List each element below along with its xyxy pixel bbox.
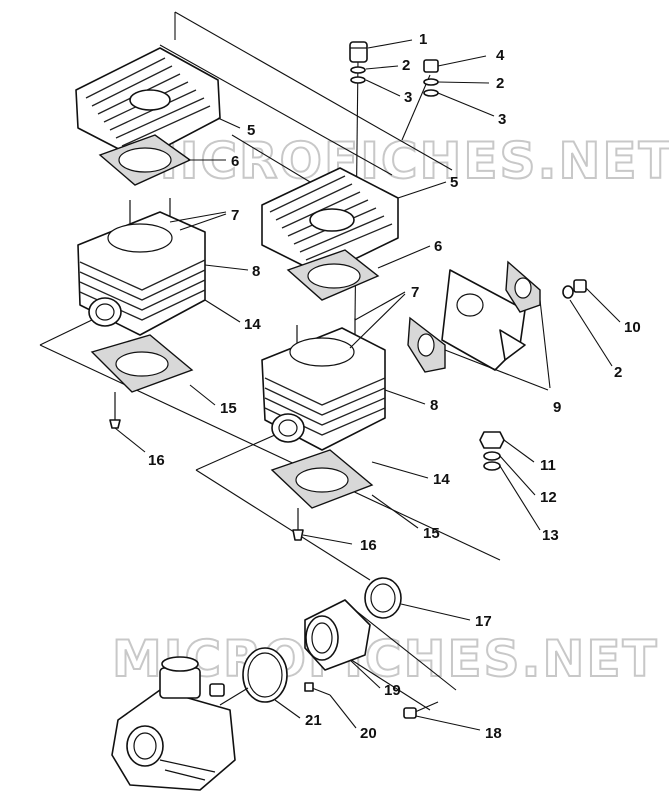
callout-20: 20 (360, 725, 377, 742)
assembly-lines (39, 11, 501, 711)
carburetor (111, 656, 236, 791)
watermark-top: MICROFICHES.NET (128, 132, 669, 190)
callout-7: 7 (231, 207, 239, 224)
callout-8: 8 (430, 397, 438, 414)
callout-4: 4 (496, 47, 505, 64)
callout-15: 15 (220, 400, 237, 417)
nut-washer-right (562, 279, 587, 299)
callout-6: 6 (231, 153, 239, 170)
cylinder-rear (77, 211, 206, 336)
callout-7: 7 (411, 284, 419, 301)
callout-3: 3 (404, 89, 412, 106)
cylinder-head-front (261, 167, 399, 276)
callout-18: 18 (485, 725, 502, 742)
callout-16: 16 (148, 452, 165, 469)
nut-stack-right (423, 59, 439, 97)
callout-leaders (114, 39, 621, 731)
cylinder-front (261, 327, 386, 451)
callout-15: 15 (423, 525, 440, 542)
watermark-bottom: MICROFICHES.NET (112, 630, 659, 688)
base-gasket-front (270, 449, 374, 509)
base-gasket-rear (90, 334, 194, 393)
callout-1: 1 (419, 31, 427, 48)
callout-14: 14 (433, 471, 450, 488)
callout-13: 13 (542, 527, 559, 544)
exhaust-flange (407, 260, 541, 373)
callout-labels: 1 2 3 4 2 3 5 6 5 7 6 8 7 14 10 2 15 8 9… (148, 31, 641, 742)
callout-6: 6 (434, 238, 442, 255)
callout-16: 16 (360, 537, 377, 554)
washer-stack-left (350, 66, 366, 84)
callout-9: 9 (553, 399, 561, 416)
callout-10: 10 (624, 319, 641, 336)
head-gasket-front (286, 249, 380, 301)
nut-stack-mid (479, 431, 505, 471)
fitting-front (292, 508, 304, 541)
callout-8: 8 (252, 263, 260, 280)
intake-boot-part (304, 599, 371, 671)
callout-2: 2 (614, 364, 622, 381)
fitting-rear (109, 392, 121, 429)
spacer-part (349, 41, 368, 63)
bolt-part (403, 701, 439, 719)
callout-12: 12 (540, 489, 557, 506)
clamp-part (242, 647, 288, 703)
callout-5: 5 (450, 174, 458, 191)
callout-14: 14 (244, 316, 261, 333)
callout-21: 21 (305, 712, 322, 729)
callout-3: 3 (498, 111, 506, 128)
callout-11: 11 (540, 457, 556, 474)
screw-part (304, 682, 331, 696)
head-gasket-rear (98, 134, 192, 186)
callout-2: 2 (496, 75, 504, 92)
cylinder-head-rear (75, 47, 221, 161)
callout-17: 17 (475, 613, 492, 630)
callout-19: 19 (384, 682, 401, 699)
callout-5: 5 (247, 122, 255, 139)
callout-2: 2 (402, 57, 410, 74)
o-ring-part (364, 577, 402, 619)
